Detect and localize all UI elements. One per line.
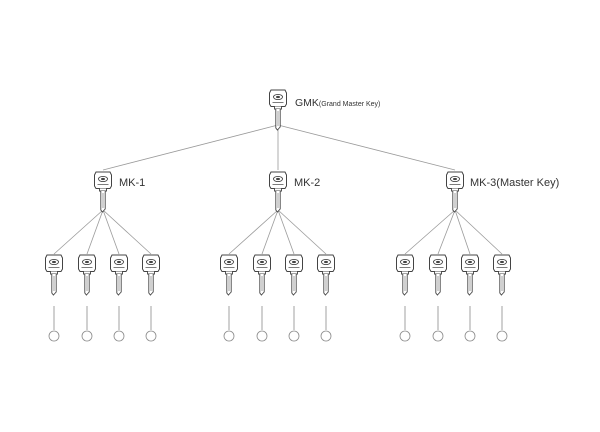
- mk-1-label: MK-1: [119, 177, 146, 189]
- mk-3-label: MK-3(Master Key): [470, 177, 560, 189]
- grand-master-key-icon: [269, 89, 287, 131]
- lock-icon: [145, 306, 157, 342]
- child-key-icon: [220, 254, 238, 296]
- lock-icon: [432, 306, 444, 342]
- child-key-icon: [78, 254, 96, 296]
- child-key-icon: [45, 254, 63, 296]
- child-key-icon: [493, 254, 511, 296]
- lock-icon: [81, 306, 93, 342]
- gmk-subtitle: (Grand Master Key): [318, 101, 381, 108]
- child-key-icon: [461, 254, 479, 296]
- child-key-icon: [285, 254, 303, 296]
- master-key-branch-lines: [53, 209, 503, 255]
- lock-icon: [496, 306, 508, 342]
- child-key-icon: [142, 254, 160, 296]
- master-key-icon-mk-2: [269, 171, 287, 213]
- child-key-icon: [429, 254, 447, 296]
- master-key-icon-mk-1: [94, 171, 112, 213]
- child-key-icon: [396, 254, 414, 296]
- lock-icon: [288, 306, 300, 342]
- master-key-icon-mk-3: [446, 171, 464, 213]
- child-key-icon: [253, 254, 271, 296]
- gmk-label: GMK(Grand Master Key): [295, 98, 380, 109]
- lock-icon: [113, 306, 125, 342]
- lock-icon: [223, 306, 235, 342]
- child-key-icon: [110, 254, 128, 296]
- gmk-branch-lines: [102, 124, 456, 171]
- lock-icon: [320, 306, 332, 342]
- lock-icon: [464, 306, 476, 342]
- lock-icon: [48, 306, 60, 342]
- lock-cylinders: [48, 306, 508, 342]
- mk-2-label: MK-2: [294, 177, 321, 189]
- child-keys: [45, 254, 511, 296]
- child-key-icon: [317, 254, 335, 296]
- lock-icon: [399, 306, 411, 342]
- lock-icon: [256, 306, 268, 342]
- gmk-name: GMK: [295, 97, 319, 109]
